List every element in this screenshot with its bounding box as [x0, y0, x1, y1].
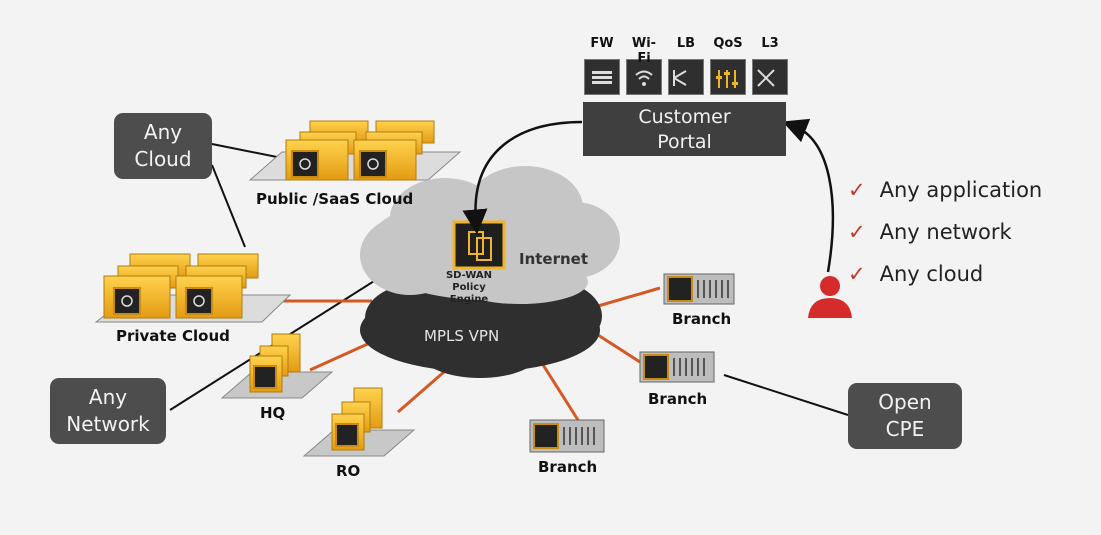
open-cpe-callout: Open CPE	[848, 383, 962, 449]
ro-label: RO	[336, 462, 361, 480]
check-icon: ✓	[848, 262, 866, 286]
check-icon: ✓	[848, 220, 866, 244]
sd-wan-engine-label: SD-WAN Policy Engine	[437, 270, 501, 306]
branch-top-label: Branch	[672, 310, 732, 328]
link-hq	[309, 340, 373, 372]
sd-wan-engine-icon	[452, 220, 506, 270]
qos-service-box	[710, 59, 746, 95]
user-icon	[808, 276, 852, 318]
internet-cloud	[360, 166, 620, 304]
branch-bottom-label: Branch	[538, 458, 598, 476]
public-saas-cloud-graphic	[248, 120, 462, 181]
mpls-vpn-label: MPLS VPN	[424, 327, 500, 345]
hq-label: HQ	[260, 404, 286, 422]
server-icon	[667, 276, 693, 302]
checklist-item-network: ✓ Any network	[848, 220, 1012, 244]
firewall-service-box	[584, 59, 620, 95]
link-branch-top	[597, 286, 661, 308]
any-cloud-connector-2	[211, 164, 246, 248]
network-links	[268, 286, 661, 421]
user-to-portal-arrow	[782, 118, 835, 273]
service-label-qos: QoS	[713, 36, 743, 51]
internet-label: Internet	[519, 250, 589, 268]
server-icon	[291, 150, 319, 178]
server-icon	[533, 423, 559, 449]
hq-site-graphic	[220, 333, 334, 399]
customer-portal[interactable]: Customer Portal	[583, 102, 786, 156]
checklist-text: Any network	[879, 220, 1012, 244]
checklist-item-application: ✓ Any application	[848, 178, 1042, 202]
public-saas-cloud-label: Public /SaaS Cloud	[256, 190, 414, 208]
service-label-lb: LB	[676, 36, 696, 51]
private-cloud-graphic	[94, 253, 292, 323]
private-cloud-label: Private Cloud	[116, 327, 230, 345]
ro-site-graphic	[302, 387, 416, 457]
any-cloud-callout: Any Cloud	[114, 113, 212, 179]
l3-service-box	[752, 59, 788, 95]
service-label-fw: FW	[590, 36, 614, 51]
server-icon	[185, 287, 213, 315]
server-icon	[335, 423, 359, 447]
open-cpe-connector	[723, 374, 849, 416]
server-icon	[643, 354, 669, 380]
service-label-wifi: Wi-Fi	[631, 36, 657, 66]
server-icon	[113, 287, 141, 315]
link-branch-bottom	[538, 359, 580, 421]
portal-to-engine-arrow	[462, 120, 583, 235]
lb-service-box	[668, 59, 704, 95]
checklist-item-cloud: ✓ Any cloud	[848, 262, 983, 286]
portal-title-line1: Customer	[638, 106, 731, 128]
link-branch-mid	[597, 333, 641, 364]
sd-wan-label-line1: SD-WAN	[445, 270, 493, 281]
server-icon	[253, 365, 277, 389]
service-label-l3: L3	[761, 36, 779, 51]
checklist-text: Any cloud	[879, 262, 984, 286]
any-cloud-text: Any Cloud	[134, 120, 192, 171]
check-icon: ✓	[848, 178, 866, 202]
open-cpe-text: Open CPE	[878, 390, 932, 441]
any-cloud-connector-1	[211, 143, 283, 159]
any-network-text: Any Network	[66, 385, 150, 436]
branch-mid-label: Branch	[648, 390, 708, 408]
server-icon	[359, 150, 387, 178]
branch-mid-device	[639, 351, 715, 383]
branch-bottom-device	[529, 419, 605, 453]
branch-top-device	[663, 273, 735, 305]
sd-wan-label-line2: Policy Engine	[449, 282, 489, 305]
any-network-callout: Any Network	[50, 378, 166, 444]
checklist-text: Any application	[879, 178, 1043, 202]
portal-title-line2: Portal	[657, 131, 712, 153]
